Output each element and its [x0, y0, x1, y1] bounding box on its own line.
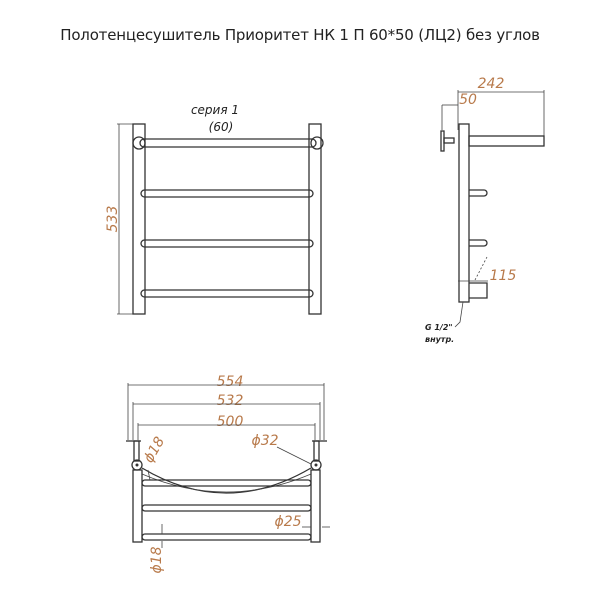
diameter-18-top-label: ϕ18: [141, 434, 168, 466]
top-view: 554 532 500 ϕ18 ϕ32: [126, 374, 330, 574]
overall-width-dimension: 554: [217, 374, 244, 390]
series-sub-label: (60): [209, 120, 234, 134]
height-dimension: 533: [105, 206, 121, 233]
diameter-25-label: ϕ25: [274, 514, 301, 530]
diameter-18-bottom-label: ϕ18: [149, 546, 165, 573]
wall-dimension: 50: [459, 92, 477, 108]
series-label: серия 1: [191, 103, 239, 117]
side-view: 242 50 115 G 1/2" внутр.: [425, 76, 545, 344]
front-view: серия 1 (60) 533: [105, 103, 324, 315]
diameter-32-label: ϕ32: [251, 433, 278, 449]
offset-dimension: 115: [490, 268, 517, 284]
drawing-title: Полотенцесушитель Приоритет НК 1 П 60*50…: [60, 26, 540, 44]
thread-sub-label: внутр.: [425, 335, 454, 344]
thread-label: G 1/2": [425, 323, 453, 332]
center-width-dimension: 532: [217, 393, 244, 409]
depth-dimension: 242: [478, 76, 505, 92]
inner-width-dimension: 500: [217, 414, 244, 430]
